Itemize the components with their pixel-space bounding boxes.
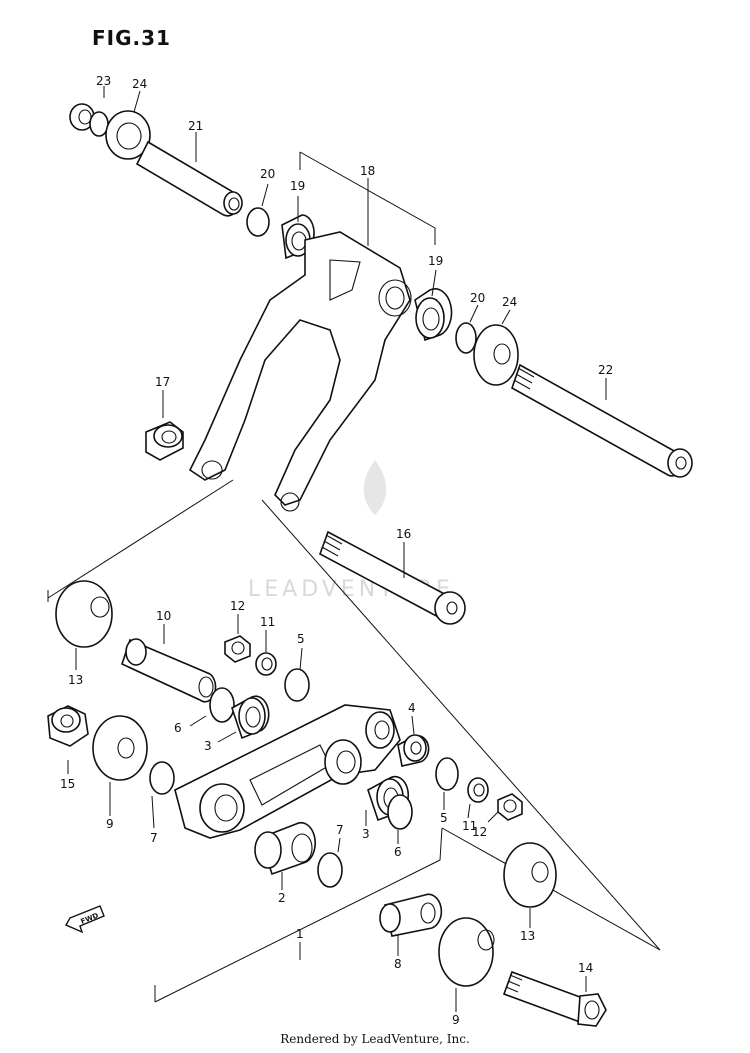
callout-11: 11 — [462, 819, 477, 833]
callout-3: 3 — [362, 827, 370, 841]
callout-20: 20 — [260, 167, 275, 181]
callout-22: 22 — [598, 363, 613, 377]
part-14-bolt[interactable] — [502, 970, 607, 1027]
part-1-cushion-rod[interactable] — [174, 704, 401, 839]
part-20-oring-right[interactable] — [455, 322, 477, 354]
callout-24: 24 — [502, 295, 517, 309]
callout-5: 5 — [297, 632, 305, 646]
part-22-bolt[interactable] — [511, 363, 693, 478]
part-7-oring-lower[interactable] — [317, 852, 343, 888]
callout-19: 19 — [290, 179, 305, 193]
part-6-oring-right[interactable] — [387, 794, 413, 830]
part-6-oring-left[interactable] — [209, 687, 235, 723]
part-21-sleeve[interactable] — [135, 140, 243, 217]
part-13-washer-right[interactable] — [503, 842, 557, 908]
callout-8: 8 — [394, 957, 402, 971]
part-3-bearing-upper[interactable] — [231, 695, 270, 740]
part-24-washer-upper[interactable] — [89, 110, 151, 160]
part-19-bearing-right[interactable] — [414, 288, 453, 342]
part-2-bearing[interactable] — [254, 821, 316, 876]
callout-18: 18 — [360, 164, 375, 178]
watermark: LEADVENTURE — [248, 460, 450, 602]
callout-9: 9 — [106, 817, 114, 831]
callout-15: 15 — [60, 777, 75, 791]
callout-5: 5 — [440, 811, 448, 825]
callout-9: 9 — [452, 1013, 460, 1027]
callout-numbers: 23 24 21 20 19 18 19 20 24 22 17 16 13 1… — [60, 74, 613, 1027]
part-20-oring-upper[interactable] — [246, 207, 270, 237]
part-24-washer-right[interactable] — [473, 324, 519, 386]
part-17-nut[interactable] — [145, 421, 184, 461]
callout-20: 20 — [470, 291, 485, 305]
callout-10: 10 — [156, 609, 171, 623]
part-4-collar[interactable] — [397, 734, 430, 767]
callout-14: 14 — [578, 961, 593, 975]
callout-19: 19 — [428, 254, 443, 268]
fwd-arrow: FWD — [65, 905, 105, 934]
part-23-nut[interactable] — [69, 103, 95, 131]
callout-13: 13 — [520, 929, 535, 943]
part-15-nut[interactable] — [47, 705, 89, 747]
part-13-washer-left[interactable] — [55, 580, 113, 648]
figure-title: FIG.31 — [92, 26, 171, 50]
callout-leaders — [67, 86, 607, 1012]
callout-3: 3 — [204, 739, 212, 753]
callout-7: 7 — [150, 831, 158, 845]
callout-13: 13 — [68, 673, 83, 687]
part-16-bolt[interactable] — [319, 530, 466, 625]
callout-24: 24 — [132, 77, 147, 91]
callout-4: 4 — [408, 701, 416, 715]
callout-17: 17 — [155, 375, 170, 389]
callout-21: 21 — [188, 119, 203, 133]
callout-6: 6 — [174, 721, 182, 735]
callout-6: 6 — [394, 845, 402, 859]
part-18-cushion-lever[interactable] — [188, 231, 412, 512]
callout-7: 7 — [336, 823, 344, 837]
part-11-washer-upper[interactable] — [255, 652, 277, 676]
part-5-oring-upper[interactable] — [284, 668, 310, 702]
callout-12: 12 — [230, 599, 245, 613]
part-12-nut-lower[interactable] — [497, 793, 523, 821]
part-12-nut-upper[interactable] — [224, 635, 251, 663]
callout-1: 1 — [296, 927, 304, 941]
footer-credit: Rendered by LeadVenture, Inc. — [280, 1032, 470, 1046]
callout-23: 23 — [96, 74, 111, 88]
callout-12: 12 — [472, 825, 487, 839]
part-5-oring-lower[interactable] — [435, 757, 459, 791]
part-9-washer-left[interactable] — [92, 715, 148, 781]
part-11-washer-lower[interactable] — [467, 777, 489, 803]
part-10-sleeve[interactable] — [121, 638, 217, 703]
callout-2: 2 — [278, 891, 286, 905]
part-7-oring-left[interactable] — [149, 761, 175, 795]
callout-11: 11 — [260, 615, 275, 629]
part-9-washer-right[interactable] — [438, 917, 495, 987]
callout-16: 16 — [396, 527, 411, 541]
part-8-collar[interactable] — [379, 893, 443, 937]
